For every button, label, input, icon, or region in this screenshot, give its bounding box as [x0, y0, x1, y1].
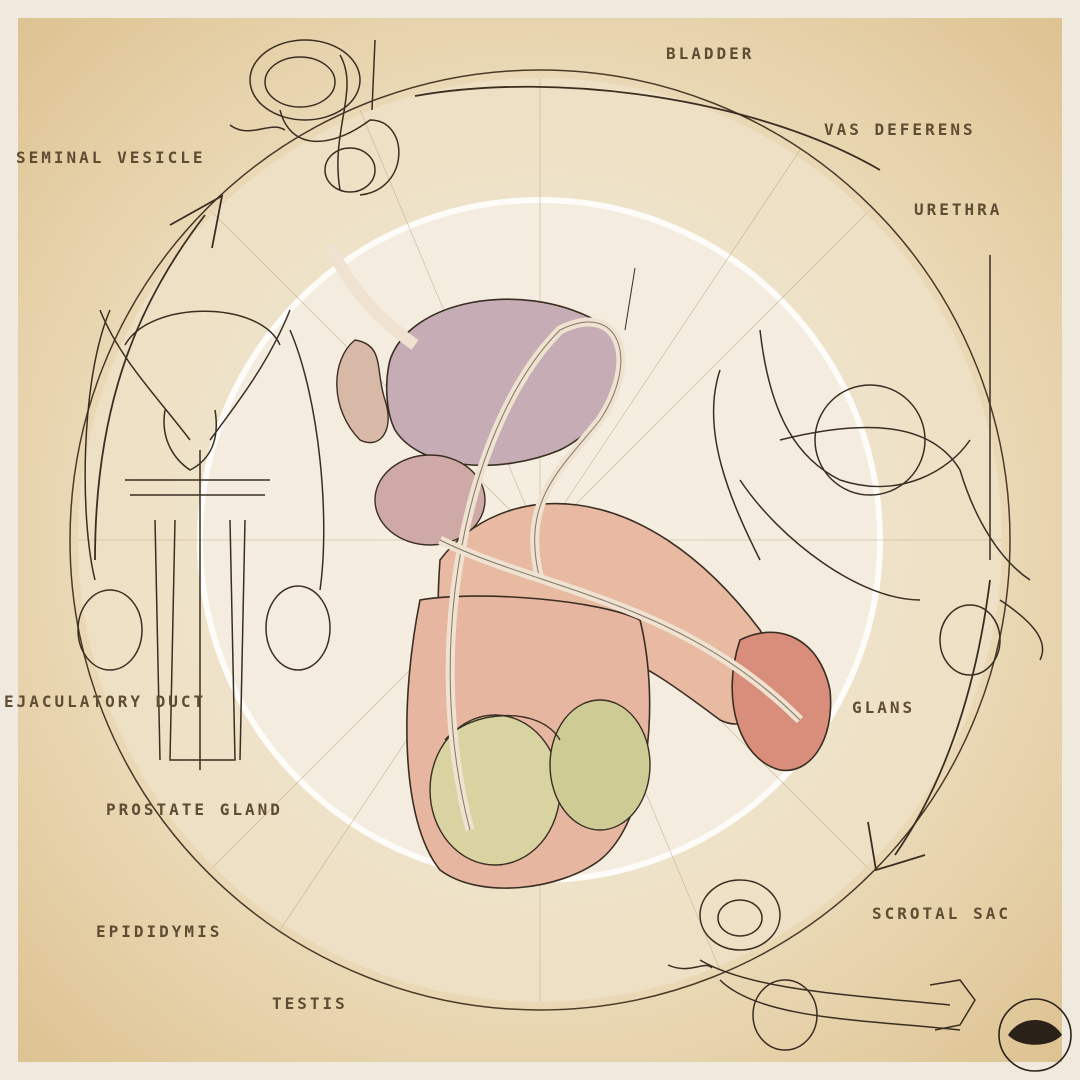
- seminal-vesicle-shape: [336, 339, 389, 444]
- label-ejaculatory-duct: EJACULATORY DUCT: [4, 692, 207, 711]
- label-bladder: BLADDER: [666, 44, 755, 63]
- ureter-tube: [324, 242, 419, 350]
- label-epididymis: EPIDIDYMIS: [96, 922, 223, 941]
- sketch-side-view-right: [712, 255, 1044, 676]
- sketch-front-view: [77, 309, 331, 770]
- label-scrotal-sac: SCROTAL SAC: [872, 904, 1011, 923]
- label-urethra: URETHRA: [914, 200, 1003, 219]
- label-vas-deferens: VAS DEFERENS: [824, 120, 976, 139]
- central-anatomy: [324, 242, 832, 889]
- label-seminal-vesicle: SEMINAL VESICLE: [16, 148, 206, 167]
- prostate-shape: [374, 454, 486, 546]
- sketch-side-view-top: [229, 39, 400, 196]
- sketch-side-view-bottom: [667, 879, 976, 1051]
- label-testis: TESTIS: [272, 994, 348, 1013]
- testis-shape-rear: [549, 699, 651, 831]
- outer-ring-line: [69, 69, 1011, 1011]
- label-glans: GLANS: [852, 698, 916, 717]
- eye-emblem-icon: [998, 998, 1072, 1072]
- clockwise-arrow-icon: [94, 85, 991, 872]
- leader-lines: [624, 267, 636, 331]
- label-prostate-gland: PROSTATE GLAND: [106, 800, 283, 819]
